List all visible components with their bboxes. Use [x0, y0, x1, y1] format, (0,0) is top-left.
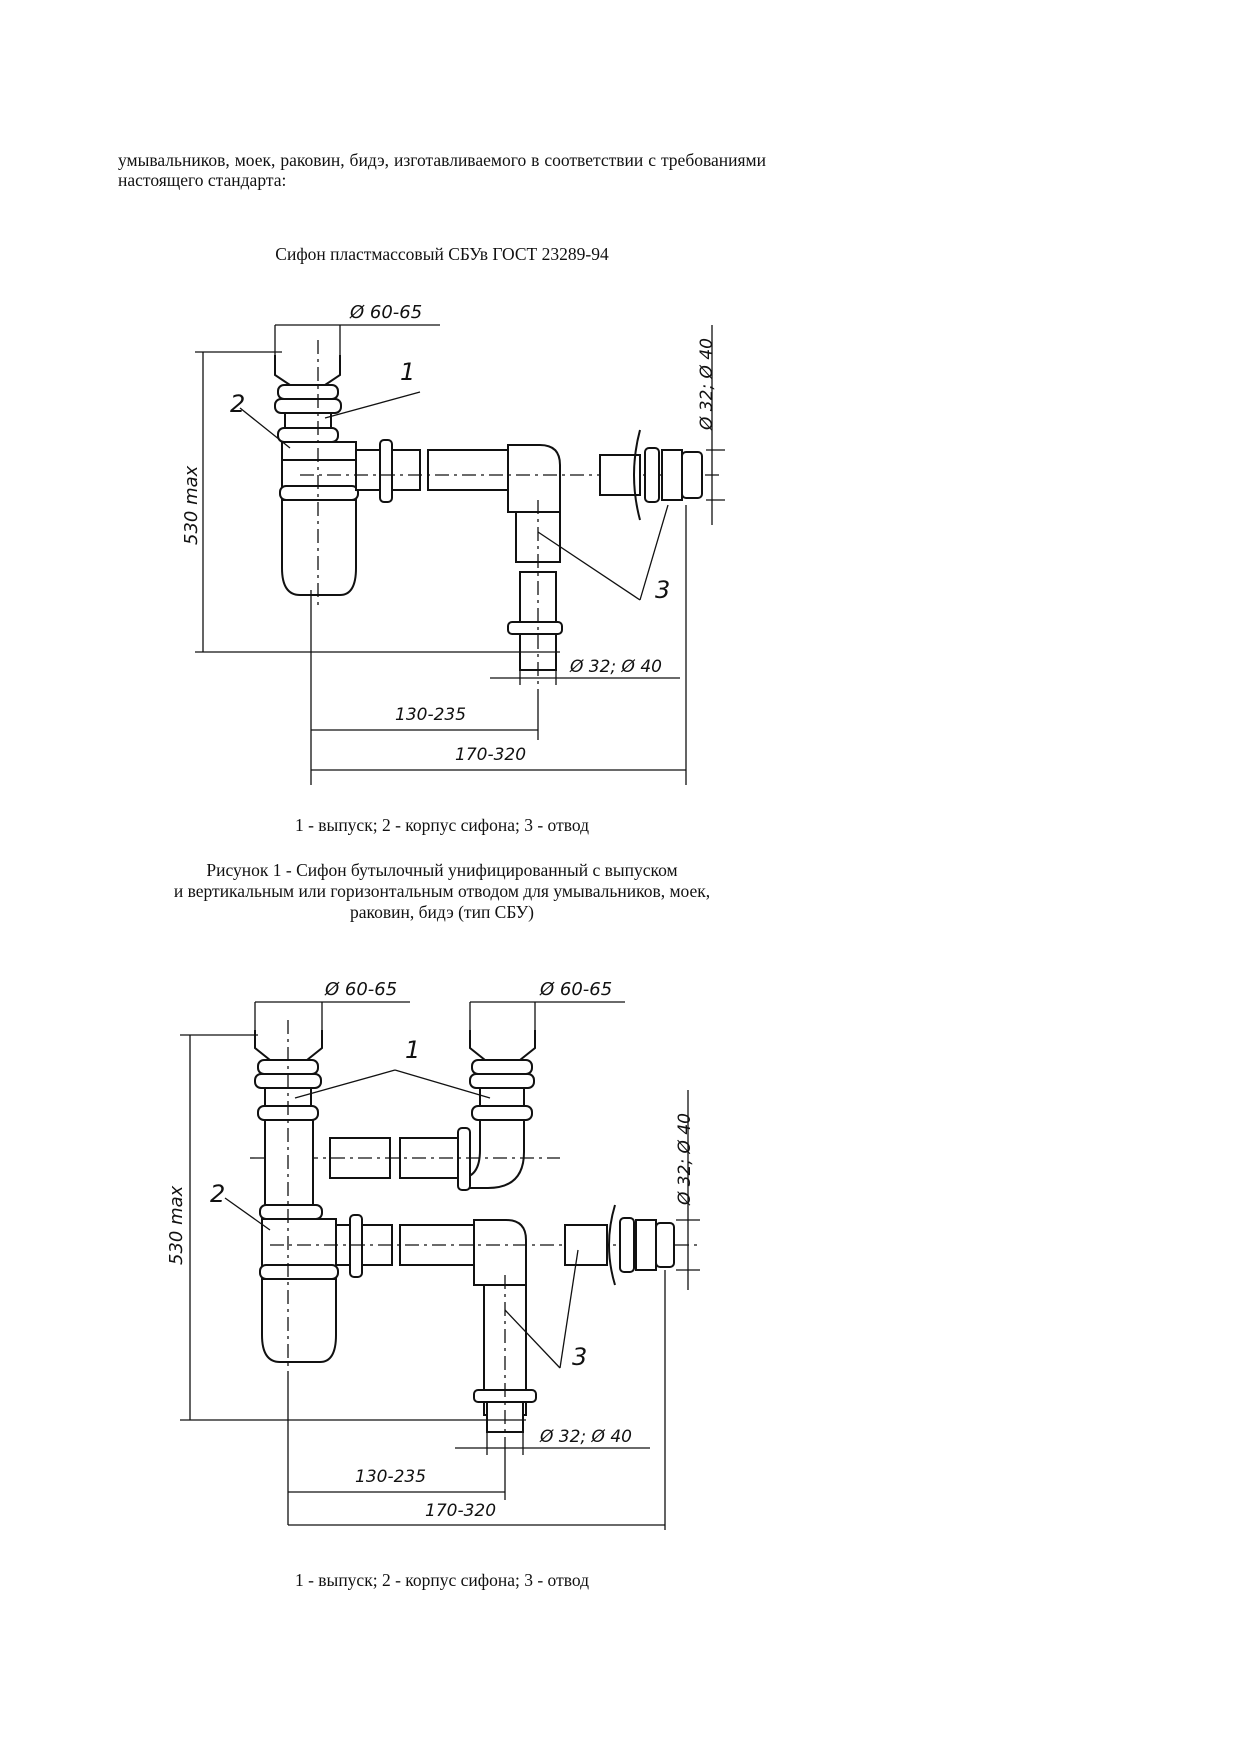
callout-1: 1 [324, 358, 421, 419]
callout-2: 2 [230, 390, 291, 449]
dim-side-diameter: Ø 32; Ø 40 [675, 1090, 700, 1290]
dim-outlet-diameter-right: Ø 60-65 [469, 980, 625, 1030]
wall-flange [599, 429, 703, 521]
dim-label-outlet: Ø 60-65 [349, 302, 422, 323]
dim-label-width-outer: 170-320 [455, 745, 526, 765]
dim-height: 530 max [181, 351, 560, 653]
svg-text:Ø 60-65: Ø 60-65 [324, 980, 397, 1000]
dim-height: 530 max [166, 1034, 526, 1421]
figure-2-legend: 1 - выпуск; 2 - корпус сифона; 3 - отвод [294, 1570, 590, 1590]
svg-text:130-235: 130-235 [355, 1467, 426, 1487]
svg-text:1: 1 [405, 1036, 420, 1064]
svg-text:Ø 32; Ø 40: Ø 32; Ø 40 [539, 1427, 632, 1447]
callout-3: 3 [537, 504, 670, 604]
svg-text:3: 3 [655, 576, 670, 604]
dim-width-outer: 170-320 [311, 505, 687, 785]
intro-paragraph: умывальников, моек, раковин, бидэ, изгот… [118, 150, 766, 190]
dim-outlet-diameter: Ø 60-65 [274, 302, 440, 355]
wall-flange [564, 1204, 675, 1286]
dim-bottom-diameter: Ø 32; Ø 40 [490, 652, 680, 685]
dim-label-height: 530 max [181, 465, 202, 545]
figure-1-caption-line-1: Рисунок 1 - Сифон бутылочный унифицирова… [206, 860, 678, 880]
figure-1-caption-line-2: и вертикальным или горизонтальным отводо… [173, 881, 711, 901]
svg-text:Ø 32; Ø 40: Ø 32; Ø 40 [675, 1113, 695, 1206]
dim-width-inner: 130-235 [287, 1380, 506, 1525]
designation-example: Сифон пластмассовый СБУв ГОСТ 23289-94 [275, 244, 609, 264]
svg-text:Ø 60-65: Ø 60-65 [539, 980, 612, 1000]
callout-3: 3 [504, 1249, 587, 1371]
dim-side-diameter: Ø 32; Ø 40 [697, 325, 725, 525]
figure-1-caption-line-3: раковин, бидэ (тип СБУ) [349, 902, 535, 922]
upper-link [250, 1127, 560, 1191]
vertical-branch [507, 500, 563, 690]
svg-text:530 max: 530 max [166, 1185, 187, 1265]
outlet-right [450, 1030, 536, 1189]
svg-text:3: 3 [572, 1343, 587, 1371]
dim-label-bottom: Ø 32; Ø 40 [569, 657, 662, 677]
outlet-part [274, 355, 342, 443]
callout-2: 2 [210, 1180, 271, 1231]
svg-text:170-320: 170-320 [425, 1501, 496, 1521]
svg-text:2: 2 [210, 1180, 225, 1208]
siphon-body [259, 1020, 339, 1380]
horizontal-branch [300, 439, 720, 513]
dim-width-inner: 130-235 [310, 590, 539, 785]
svg-text:1: 1 [400, 358, 415, 386]
dim-width-outer: 170-320 [288, 1270, 666, 1530]
dim-label-side: Ø 32; Ø 40 [697, 338, 717, 431]
svg-text:2: 2 [230, 390, 245, 418]
figure-2-drawing: Ø 60-65 Ø 60-65 [166, 980, 700, 1530]
vertical-branch [473, 1275, 537, 1450]
dim-outlet-diameter-left: Ø 60-65 [254, 980, 410, 1030]
figure-1-drawing: Ø 60-65 [181, 302, 725, 785]
callout-1: 1 [294, 1036, 491, 1099]
dim-label-width-inner: 130-235 [395, 705, 466, 725]
figure-1-legend: 1 - выпуск; 2 - корпус сифона; 3 - отвод [294, 815, 590, 835]
dim-bottom-diameter: Ø 32; Ø 40 [455, 1420, 650, 1455]
